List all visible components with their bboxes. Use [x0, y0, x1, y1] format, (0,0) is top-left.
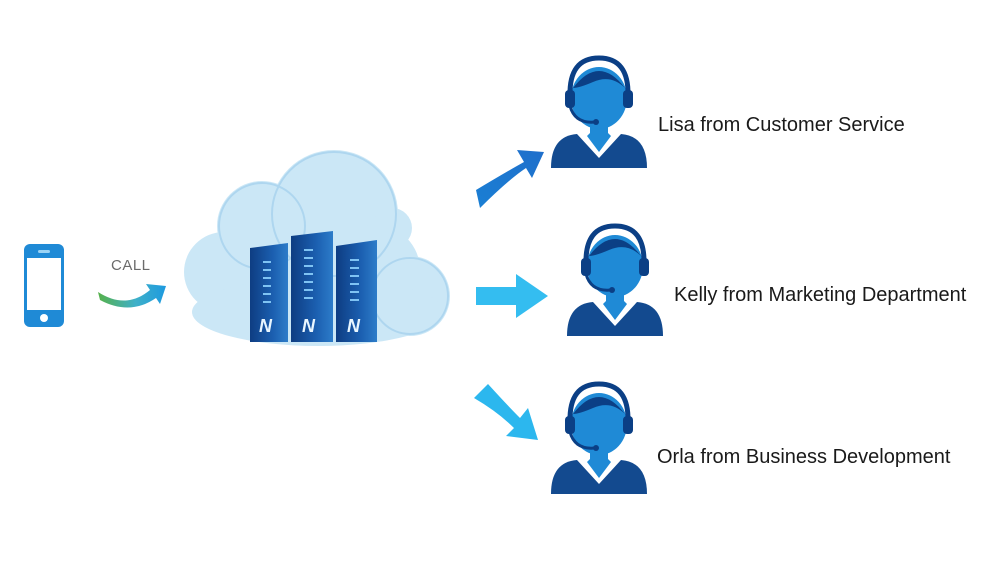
svg-text:N: N: [302, 316, 316, 336]
agent-headset-icon: [551, 381, 647, 494]
call-arrow-icon: [98, 284, 166, 308]
agent-headset-icon: [551, 55, 647, 168]
phone-icon: [24, 244, 64, 327]
routing-arrow-right: [476, 274, 548, 318]
cloud-server-icon: N N N: [184, 150, 450, 346]
agent-headset-icon: [567, 223, 663, 336]
routing-arrow-down: [474, 384, 538, 440]
routing-arrow-up: [476, 150, 544, 208]
agent-label-orla: Orla from Business Development: [657, 446, 951, 468]
server-rack-left: N: [250, 243, 288, 342]
agent-label-lisa: Lisa from Customer Service: [658, 114, 905, 136]
server-rack-center: N: [291, 231, 333, 342]
call-label: CALL: [111, 257, 151, 274]
svg-text:N: N: [347, 316, 361, 336]
svg-text:N: N: [259, 316, 273, 336]
agent-label-kelly: Kelly from Marketing Department: [674, 284, 967, 306]
server-rack-right: N: [336, 240, 377, 342]
